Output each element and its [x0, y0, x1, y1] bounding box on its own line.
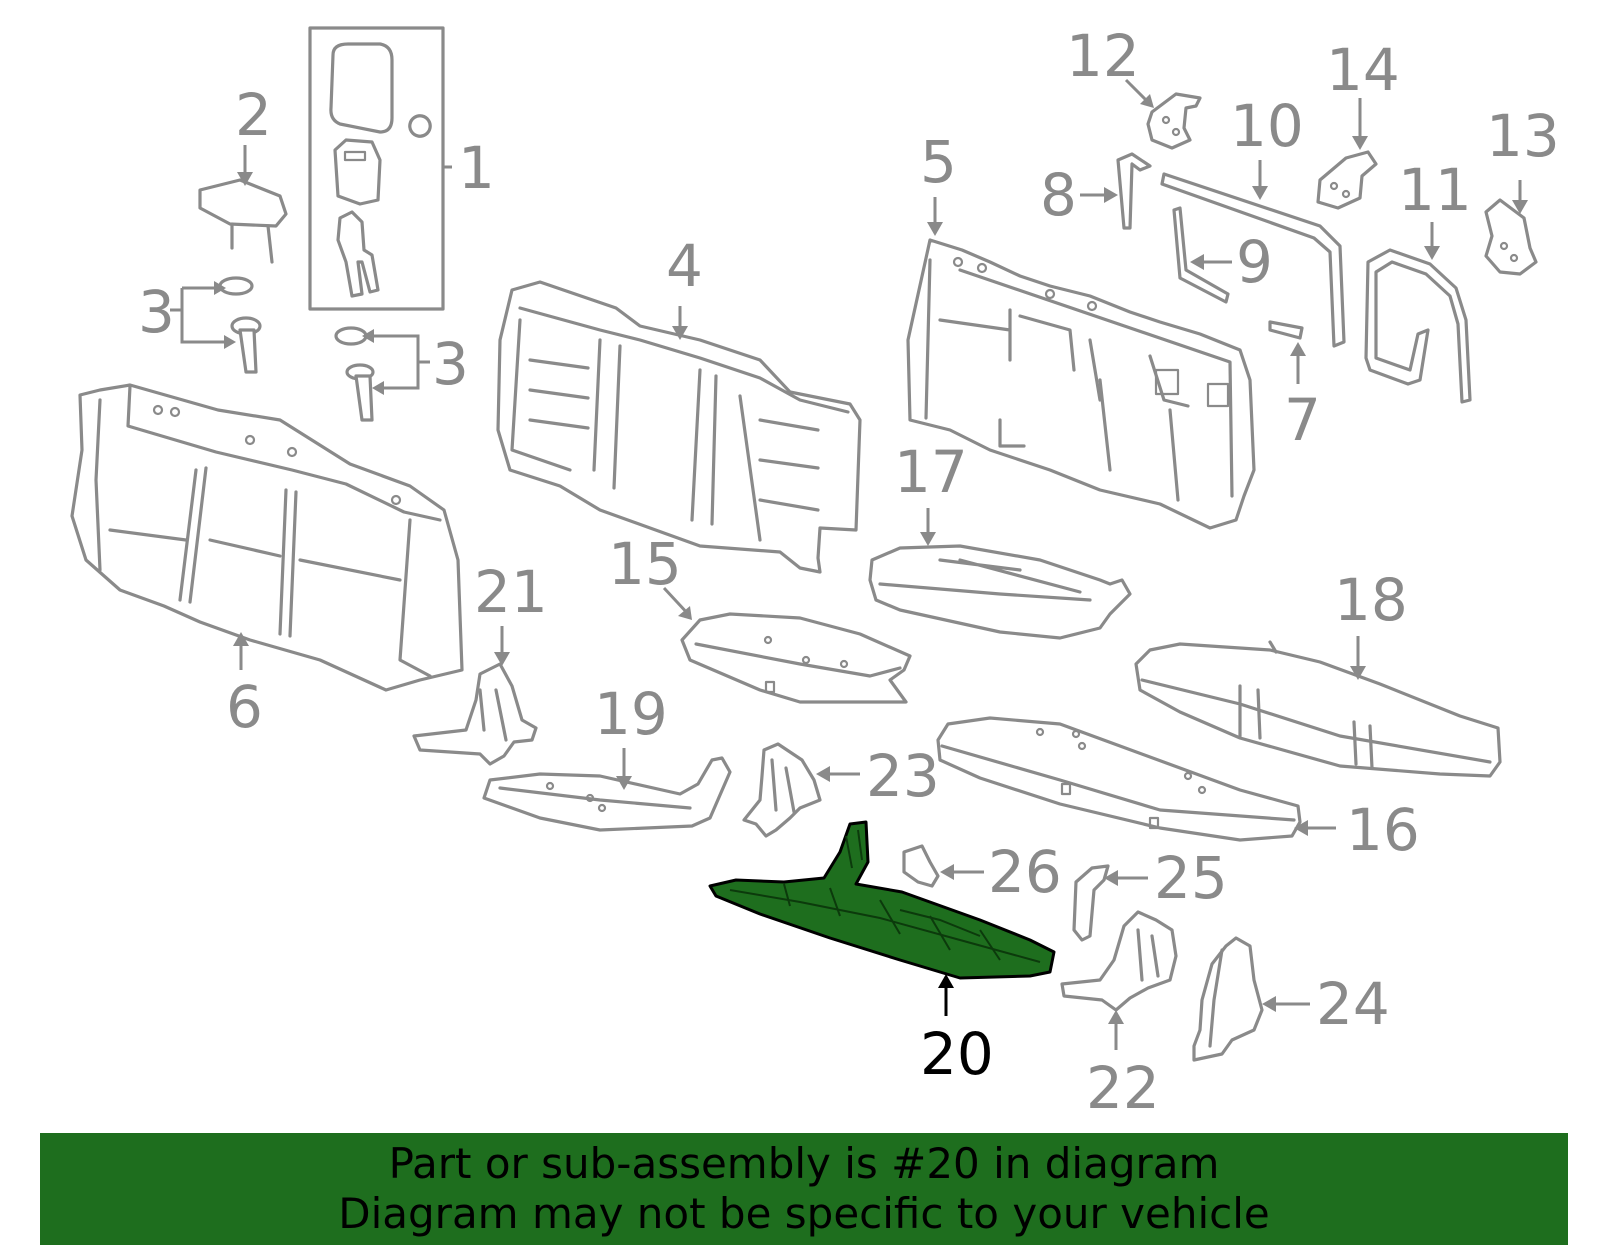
callout-11: 11	[1398, 156, 1472, 224]
part-2-armrest[interactable]	[198, 145, 288, 264]
callout-5: 5	[920, 128, 957, 196]
callout-7: 7	[1284, 386, 1321, 454]
part-12-latch[interactable]	[1124, 78, 1202, 150]
callout-18: 18	[1334, 566, 1408, 634]
banner-line-1: Part or sub-assembly is #20 in diagram	[388, 1139, 1220, 1188]
callout-26: 26	[988, 838, 1062, 906]
part-21-bracket[interactable]	[412, 626, 538, 766]
callout-21: 21	[474, 558, 548, 626]
part-23-bracket[interactable]	[742, 742, 860, 838]
callout-3-right: 3	[432, 330, 469, 398]
callout-8: 8	[1040, 161, 1077, 229]
part-5-seat-back-right[interactable]	[906, 197, 1256, 530]
part-22-bracket[interactable]	[1060, 910, 1178, 1050]
part-4-seat-back-frame[interactable]	[496, 280, 862, 574]
callout-3-left: 3	[138, 278, 175, 346]
part-17-seat-cushion[interactable]	[868, 508, 1132, 640]
callout-23: 23	[866, 742, 940, 810]
callout-10: 10	[1230, 92, 1304, 160]
part-8-bracket[interactable]	[1080, 152, 1152, 230]
part-24-cover[interactable]	[1192, 936, 1310, 1062]
part-19-pan[interactable]	[482, 748, 732, 832]
callout-12: 12	[1066, 22, 1140, 90]
part-7-clip[interactable]	[1268, 320, 1306, 384]
banner-line-2: Diagram may not be specific to your vehi…	[338, 1189, 1270, 1238]
callout-6: 6	[226, 673, 263, 741]
callout-2: 2	[235, 81, 272, 149]
part-3-washer-bolt-left[interactable]	[170, 276, 262, 374]
part-6-seat-back-left[interactable]	[70, 383, 464, 692]
callout-25: 25	[1154, 844, 1228, 912]
part-26-bracket[interactable]	[902, 844, 984, 888]
callout-24: 24	[1316, 970, 1390, 1038]
callout-9: 9	[1236, 228, 1273, 296]
callout-19: 19	[594, 680, 668, 748]
part-25-bracket[interactable]	[1072, 864, 1148, 942]
part-3-washer-bolt-right[interactable]	[334, 326, 430, 422]
part-16-cushion-pan[interactable]	[936, 716, 1336, 842]
part-1-headrest-kit[interactable]	[308, 26, 452, 311]
info-banner: Part or sub-assembly is #20 in diagram D…	[40, 1133, 1568, 1245]
callout-4: 4	[666, 232, 703, 300]
part-9-rod[interactable]	[1172, 206, 1232, 304]
part-13-latch[interactable]	[1484, 180, 1538, 276]
callout-22: 22	[1086, 1054, 1160, 1122]
part-10-trim-strip[interactable]	[1160, 160, 1346, 348]
part-18-seat-cushion-right[interactable]	[1134, 636, 1502, 778]
part-14-latch[interactable]	[1316, 98, 1378, 210]
callout-1: 1	[458, 134, 495, 202]
callout-16: 16	[1346, 796, 1420, 864]
callout-15: 15	[608, 530, 682, 598]
part-15-cushion-pan[interactable]	[662, 586, 912, 704]
callout-13: 13	[1486, 102, 1560, 170]
callout-20: 20	[920, 1020, 994, 1088]
callout-14: 14	[1326, 36, 1400, 104]
part-20-seat-pan-highlighted[interactable]	[708, 820, 1056, 1016]
callout-17: 17	[894, 438, 968, 506]
part-11-seat-frame[interactable]	[1364, 222, 1472, 404]
